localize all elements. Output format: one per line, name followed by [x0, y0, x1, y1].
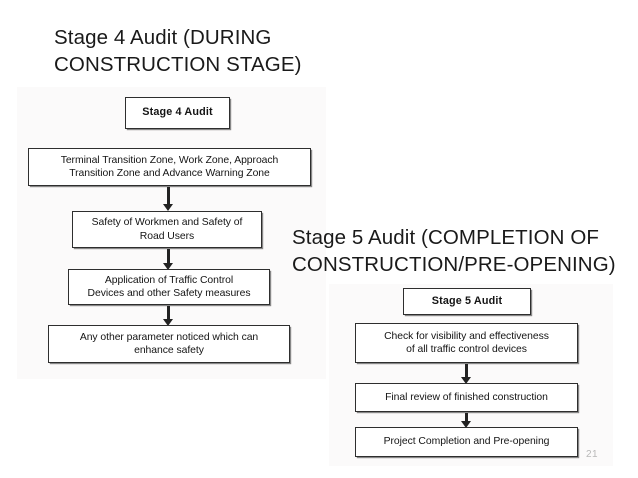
stage-5-flow-step-2: Final review of finished construction [355, 383, 578, 412]
stage-5-arrow-2 [461, 413, 472, 428]
stage-4-flow-step-3: Application of Traffic Control Devices a… [68, 269, 270, 305]
page-number: 21 [586, 449, 598, 460]
stage-5-heading: Stage 5 Audit (COMPLETION OF CONSTRUCTIO… [292, 226, 616, 277]
stage-5-flowchart-image: Stage 5 Audit Check for visibility and e… [329, 284, 613, 466]
stage-5-flow-step-1: Check for visibility and effectiveness o… [355, 323, 578, 363]
stage-5-flow-title-box: Stage 5 Audit [403, 288, 531, 315]
stage-4-flow-step-4: Any other parameter noticed which can en… [48, 325, 290, 363]
stage-4-arrow-2 [163, 249, 174, 270]
stage-4-flow-title-box: Stage 4 Audit [125, 97, 230, 129]
stage-4-flowchart-image: Stage 4 Audit Terminal Transition Zone, … [17, 87, 326, 379]
stage-4-flow-step-1: Terminal Transition Zone, Work Zone, App… [28, 148, 311, 186]
stage-4-arrow-1 [163, 187, 174, 211]
stage-4-flow-step-2: Safety of Workmen and Safety of Road Use… [72, 211, 262, 248]
stage-4-arrow-3 [163, 306, 174, 326]
stage-5-arrow-1 [461, 364, 472, 384]
stage-4-heading: Stage 4 Audit (DURING CONSTRUCTION STAGE… [54, 26, 302, 77]
stage-5-flow-step-3: Project Completion and Pre-opening [355, 427, 578, 457]
